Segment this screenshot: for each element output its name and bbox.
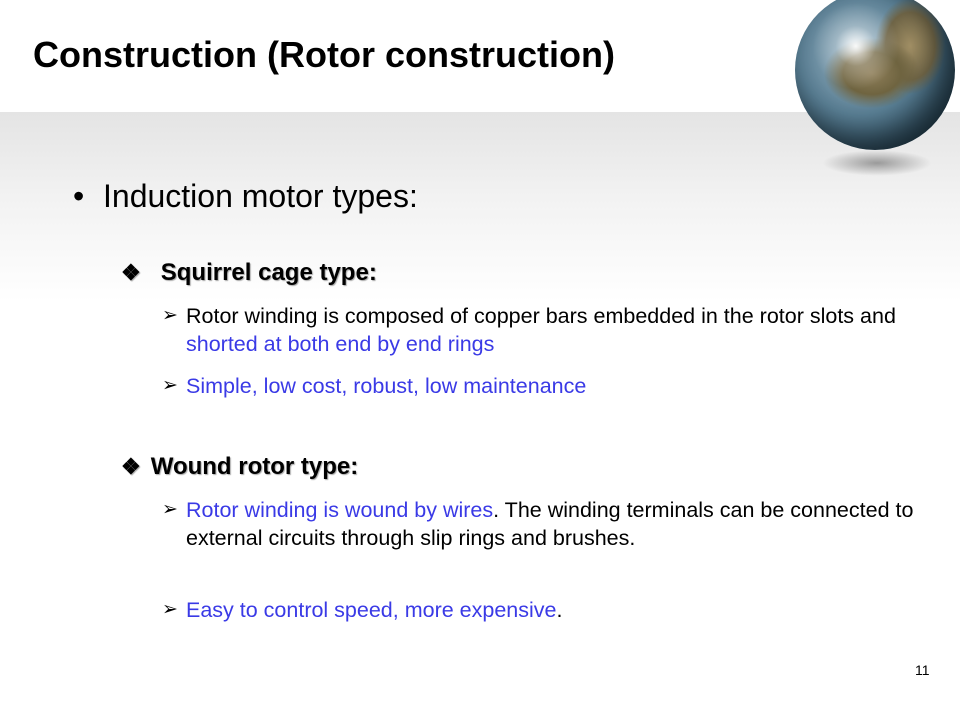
globe-shadow [822, 150, 932, 176]
item-text: Rotor winding is wound by wires. The win… [186, 496, 922, 552]
item-text-blue: Rotor winding is wound by wires [186, 498, 494, 522]
squirrel-cage-heading: ❖ Squirrel cage type: [121, 259, 377, 287]
main-bullet-text: Induction motor types: [103, 178, 418, 214]
diamond-bullet-icon: ❖ [121, 260, 141, 285]
item-text-blue: shorted at both end by end rings [186, 332, 495, 356]
diamond-bullet-icon: ❖ [121, 454, 141, 479]
arrow-bullet-icon: ➢ [162, 375, 178, 396]
squirrel-cage-item-1: ➢ Rotor winding is composed of copper ba… [162, 302, 922, 358]
arrow-bullet-icon: ➢ [162, 499, 178, 520]
wound-rotor-heading: ❖ Wound rotor type: [121, 453, 358, 481]
wound-rotor-heading-text: Wound rotor type: [150, 453, 359, 480]
squirrel-cage-item-2: ➢ Simple, low cost, robust, low maintena… [162, 372, 922, 400]
item-text: Easy to control speed, more expensive. [186, 596, 922, 624]
squirrel-cage-heading-text: Squirrel cage type: [160, 259, 377, 286]
main-bullet: • Induction motor types: [73, 178, 418, 215]
item-text-blue: Simple, low cost, robust, low maintenanc… [186, 374, 587, 398]
wound-rotor-item-1: ➢ Rotor winding is wound by wires. The w… [162, 496, 922, 552]
item-text-black: . The winding terminals can be connected… [186, 498, 914, 550]
bullet-dot: • [73, 178, 85, 214]
header-gradient-band [0, 112, 960, 302]
item-text: Rotor winding is composed of copper bars… [186, 302, 922, 358]
item-text-black: Rotor winding is composed of copper bars… [186, 304, 896, 328]
page-number: 11 [915, 662, 930, 678]
slide-title: Construction (Rotor construction) [33, 34, 615, 75]
globe-image [795, 0, 955, 150]
item-text-black: . [556, 598, 563, 622]
wound-rotor-item-2: ➢ Easy to control speed, more expensive. [162, 596, 922, 624]
arrow-bullet-icon: ➢ [162, 599, 178, 620]
arrow-bullet-icon: ➢ [162, 305, 178, 326]
item-text-blue: Easy to control speed, more expensive [186, 598, 557, 622]
